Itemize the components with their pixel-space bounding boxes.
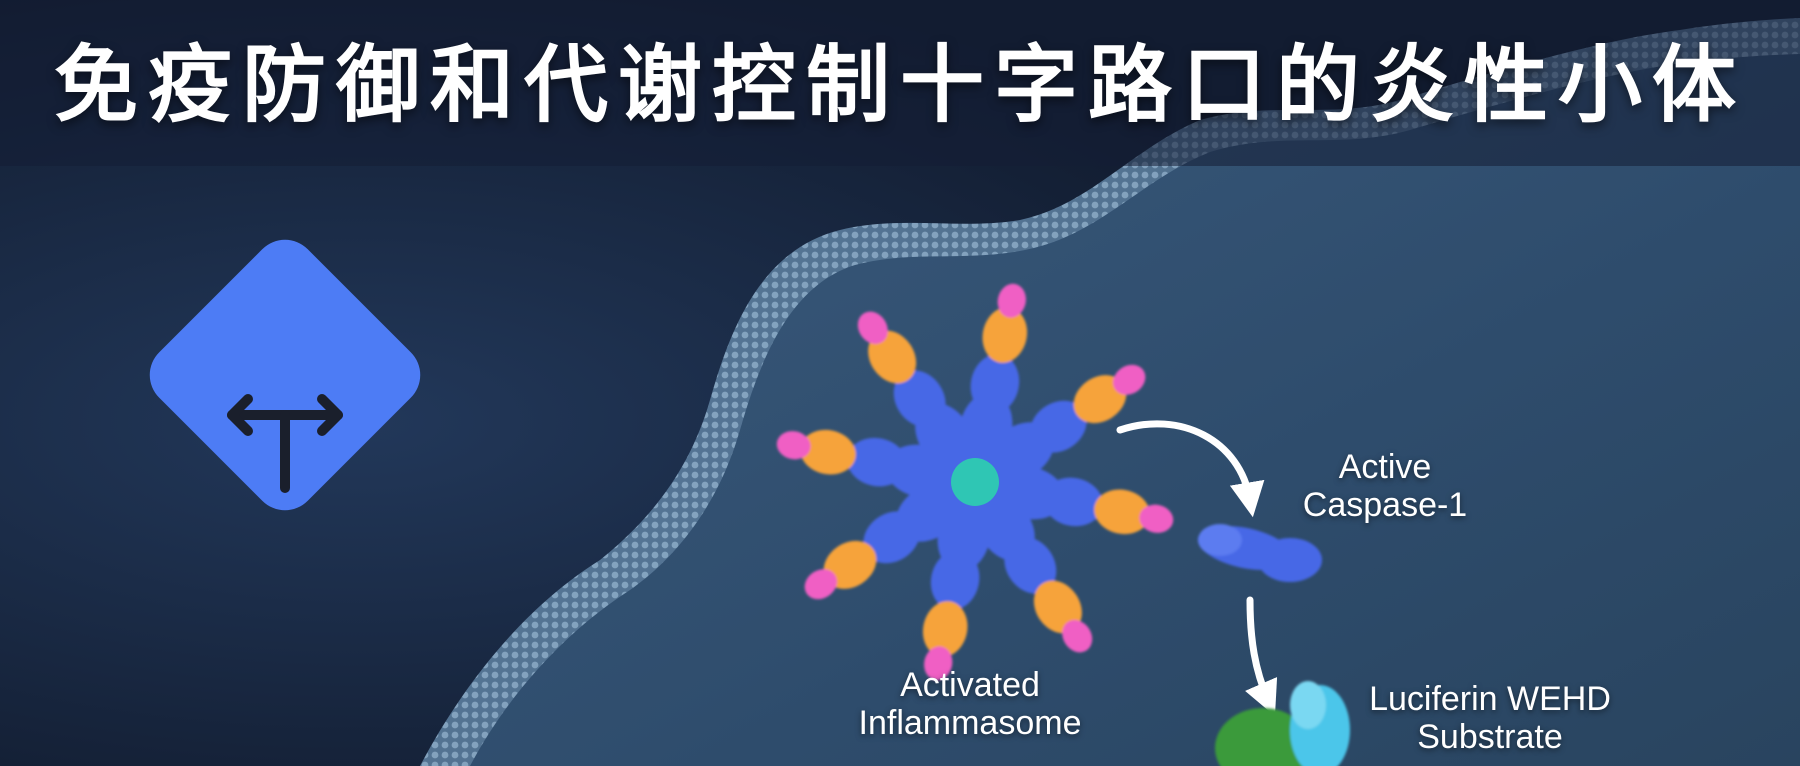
inflammasome-label-line2: Inflammasome [858, 704, 1082, 742]
arrow-caspase-to-substrate [1244, 596, 1278, 717]
inflammasome-spoke [975, 494, 1093, 653]
caspase-protein [1197, 524, 1322, 582]
inflammasome-spoke [987, 364, 1146, 482]
caspase-label-line2: Caspase-1 [1302, 486, 1468, 524]
inflammasome-spoke [857, 311, 975, 470]
caspase-label: Active Caspase-1 [1280, 448, 1490, 524]
caspase-label-line1: Active [1338, 448, 1432, 486]
substrate-label: Luciferin WEHD Substrate [1330, 680, 1650, 756]
inflammasome-core [951, 458, 999, 506]
substrate-label-line1: Luciferin WEHD [1369, 680, 1611, 718]
inflammasome-spoke [993, 466, 1174, 535]
fork-road-badge [149, 239, 421, 511]
fork-road-icon [227, 394, 343, 493]
inflammasome-label: Activated Inflammasome [820, 666, 1120, 742]
title-banner [0, 0, 1800, 166]
arrow-inflammasome-to-caspase [1116, 420, 1265, 518]
inflammasome-label-line1: Activated [900, 666, 1040, 704]
substrate-label-line2: Substrate [1417, 718, 1563, 756]
inflammasome-spoke [776, 429, 957, 498]
cell-interior [470, 54, 1800, 766]
inflammasome-complex [776, 283, 1174, 681]
substrate-molecule [1215, 681, 1350, 766]
inflammasome-spoke [804, 482, 963, 600]
page-title: 免疫防御和代谢控制十字路口的炎性小体 [53, 35, 1746, 134]
